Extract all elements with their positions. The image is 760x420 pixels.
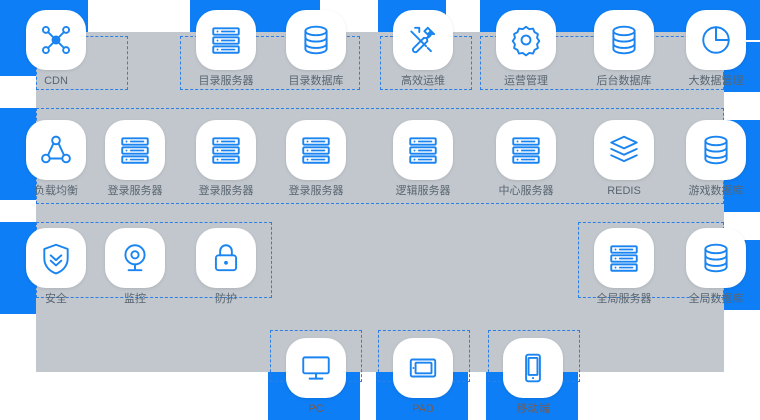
node-label: 防护: [215, 293, 237, 305]
server-rack-icon: [196, 120, 256, 180]
load-balance-icon: [26, 120, 86, 180]
server-rack-icon: [393, 120, 453, 180]
node-cdn-network[interactable]: CDN: [18, 10, 94, 88]
pie-chart-icon: [686, 10, 746, 70]
node-label: 后台数据库: [596, 75, 652, 87]
node-mobile-phone[interactable]: 移动端: [495, 338, 571, 416]
database-cylinder-icon: [686, 228, 746, 288]
node-label: 目录服务器: [198, 75, 254, 87]
cdn-network-icon: [26, 10, 86, 70]
shield-check-icon: [26, 228, 86, 288]
node-label: 运营管理: [504, 75, 548, 87]
node-label: PAD: [412, 403, 434, 415]
node-lock[interactable]: 防护: [188, 228, 264, 306]
node-database-cylinder[interactable]: 游戏数据库: [678, 120, 754, 198]
lock-icon: [196, 228, 256, 288]
node-load-balance[interactable]: 负载均衡: [18, 120, 94, 198]
gear-settings-icon: [496, 10, 556, 70]
node-label: 全局数据库: [688, 293, 744, 305]
node-tools-wrench[interactable]: 高效运维: [385, 10, 461, 88]
node-label: 登录服务器: [198, 185, 254, 197]
server-rack-icon: [286, 120, 346, 180]
tablet-icon: [393, 338, 453, 398]
node-label: 全局服务器: [596, 293, 652, 305]
tools-wrench-icon: [393, 10, 453, 70]
database-cylinder-icon: [286, 10, 346, 70]
node-label: CDN: [44, 75, 68, 87]
server-rack-icon: [496, 120, 556, 180]
monitor-camera-icon: [105, 228, 165, 288]
database-cylinder-icon: [594, 10, 654, 70]
node-monitor-camera[interactable]: 监控: [97, 228, 173, 306]
node-server-rack[interactable]: 逻辑服务器: [385, 120, 461, 198]
node-shield-check[interactable]: 安全: [18, 228, 94, 306]
node-pie-chart[interactable]: 大数据管理: [678, 10, 754, 88]
node-label: 移动端: [516, 403, 550, 415]
node-label: 登录服务器: [107, 185, 163, 197]
node-label: 游戏数据库: [688, 185, 744, 197]
node-label: 监控: [124, 293, 146, 305]
node-label: 中心服务器: [498, 185, 554, 197]
node-desktop-monitor[interactable]: PC: [278, 338, 354, 416]
node-label: PC: [308, 403, 324, 415]
node-label: 安全: [45, 293, 67, 305]
node-label: 大数据管理: [688, 75, 744, 87]
node-label: 高效运维: [401, 75, 445, 87]
node-server-rack[interactable]: 登录服务器: [188, 120, 264, 198]
database-cylinder-icon: [686, 120, 746, 180]
mobile-phone-icon: [503, 338, 563, 398]
layers-stack-icon: [594, 120, 654, 180]
node-server-rack[interactable]: 登录服务器: [278, 120, 354, 198]
node-database-cylinder[interactable]: 全局数据库: [678, 228, 754, 306]
node-server-rack[interactable]: 全局服务器: [586, 228, 662, 306]
node-label: 负载均衡: [34, 185, 78, 197]
node-label: 登录服务器: [288, 185, 344, 197]
node-gear-settings[interactable]: 运营管理: [488, 10, 564, 88]
server-rack-icon: [196, 10, 256, 70]
node-database-cylinder[interactable]: 目录数据库: [278, 10, 354, 88]
node-label: 逻辑服务器: [395, 185, 451, 197]
node-database-cylinder[interactable]: 后台数据库: [586, 10, 662, 88]
node-server-rack[interactable]: 目录服务器: [188, 10, 264, 88]
node-label: REDIS: [607, 185, 641, 197]
node-layers-stack[interactable]: REDIS: [586, 120, 662, 198]
node-server-rack[interactable]: 登录服务器: [97, 120, 173, 198]
desktop-monitor-icon: [286, 338, 346, 398]
server-rack-icon: [594, 228, 654, 288]
server-rack-icon: [105, 120, 165, 180]
node-label: 目录数据库: [288, 75, 344, 87]
node-tablet[interactable]: PAD: [385, 338, 461, 416]
node-server-rack[interactable]: 中心服务器: [488, 120, 564, 198]
